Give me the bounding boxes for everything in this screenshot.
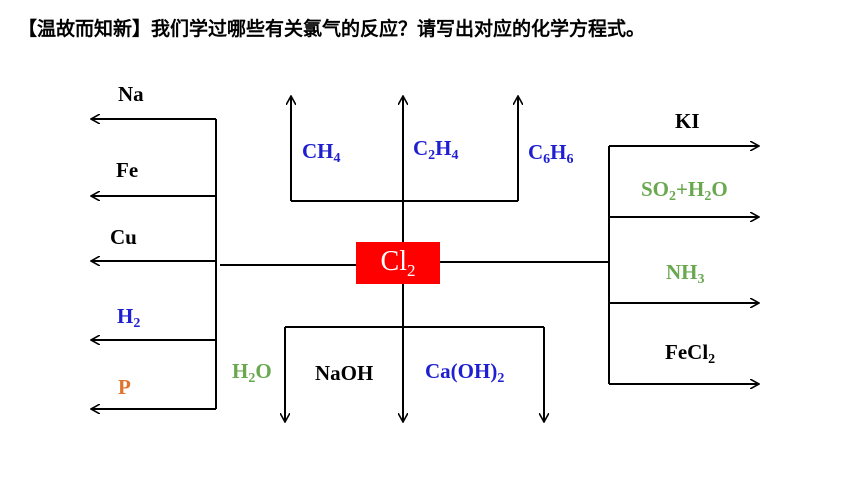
- formula-text: Fe: [116, 158, 139, 182]
- label-naoh: NaOH: [315, 363, 373, 384]
- formula-subscript: 4: [451, 148, 459, 163]
- formula-text: C: [528, 140, 544, 164]
- label-p: P: [118, 377, 131, 398]
- formula-text: Ca(OH): [425, 359, 498, 383]
- label-so2h2o: SO2+H2O: [641, 179, 728, 204]
- formula-text: SO: [641, 177, 670, 201]
- label-c2h4: C2H4: [413, 138, 459, 163]
- formula-text: Cu: [110, 225, 137, 249]
- formula-text: O: [255, 359, 272, 383]
- label-na: Na: [118, 84, 144, 105]
- formula-text: KI: [675, 109, 700, 133]
- label-ch4: CH4: [302, 141, 341, 166]
- formula-text: +H: [676, 177, 705, 201]
- formula-subscript: 3: [697, 272, 705, 287]
- label-nh3: NH3: [666, 262, 705, 287]
- page-title: 【温故而知新】我们学过哪些有关氯气的反应？请写出对应的化学方程式。: [18, 18, 646, 40]
- formula-text: H: [232, 359, 249, 383]
- formula-text: CH: [302, 139, 334, 163]
- label-ki: KI: [675, 111, 700, 132]
- formula-text: P: [118, 375, 131, 399]
- label-fe: Fe: [116, 160, 138, 181]
- formula-text: NH: [666, 260, 698, 284]
- formula-text: H: [117, 304, 134, 328]
- formula-subscript: 6: [543, 152, 551, 167]
- formula-subscript: 2: [669, 189, 677, 204]
- chlorine-center-box: Cl2: [356, 242, 440, 284]
- label-h2: H2: [117, 306, 140, 331]
- formula-subscript: 4: [333, 151, 341, 166]
- formula-text: Na: [118, 82, 144, 106]
- label-fecl2: FeCl2: [665, 342, 715, 367]
- formula-subscript: 2: [704, 189, 712, 204]
- label-caoh2: Ca(OH)2: [425, 361, 504, 386]
- formula-subscript: 2: [133, 316, 141, 331]
- center-formula: Cl2: [380, 245, 416, 280]
- formula-subscript: 2: [497, 371, 505, 386]
- label-c6h6: C6H6: [528, 142, 574, 167]
- formula-text: H: [550, 140, 567, 164]
- formula-text: FeCl: [665, 340, 709, 364]
- label-h2o: H2O: [232, 361, 272, 386]
- formula-text: NaOH: [315, 361, 374, 385]
- formula-subscript: 2: [708, 352, 716, 367]
- formula-text: H: [435, 136, 452, 160]
- formula-subscript: 2: [428, 148, 436, 163]
- formula-text: O: [711, 177, 728, 201]
- label-cu: Cu: [110, 227, 137, 248]
- formula-subscript: 6: [566, 152, 574, 167]
- formula-subscript: 2: [248, 371, 256, 386]
- formula-text: C: [413, 136, 429, 160]
